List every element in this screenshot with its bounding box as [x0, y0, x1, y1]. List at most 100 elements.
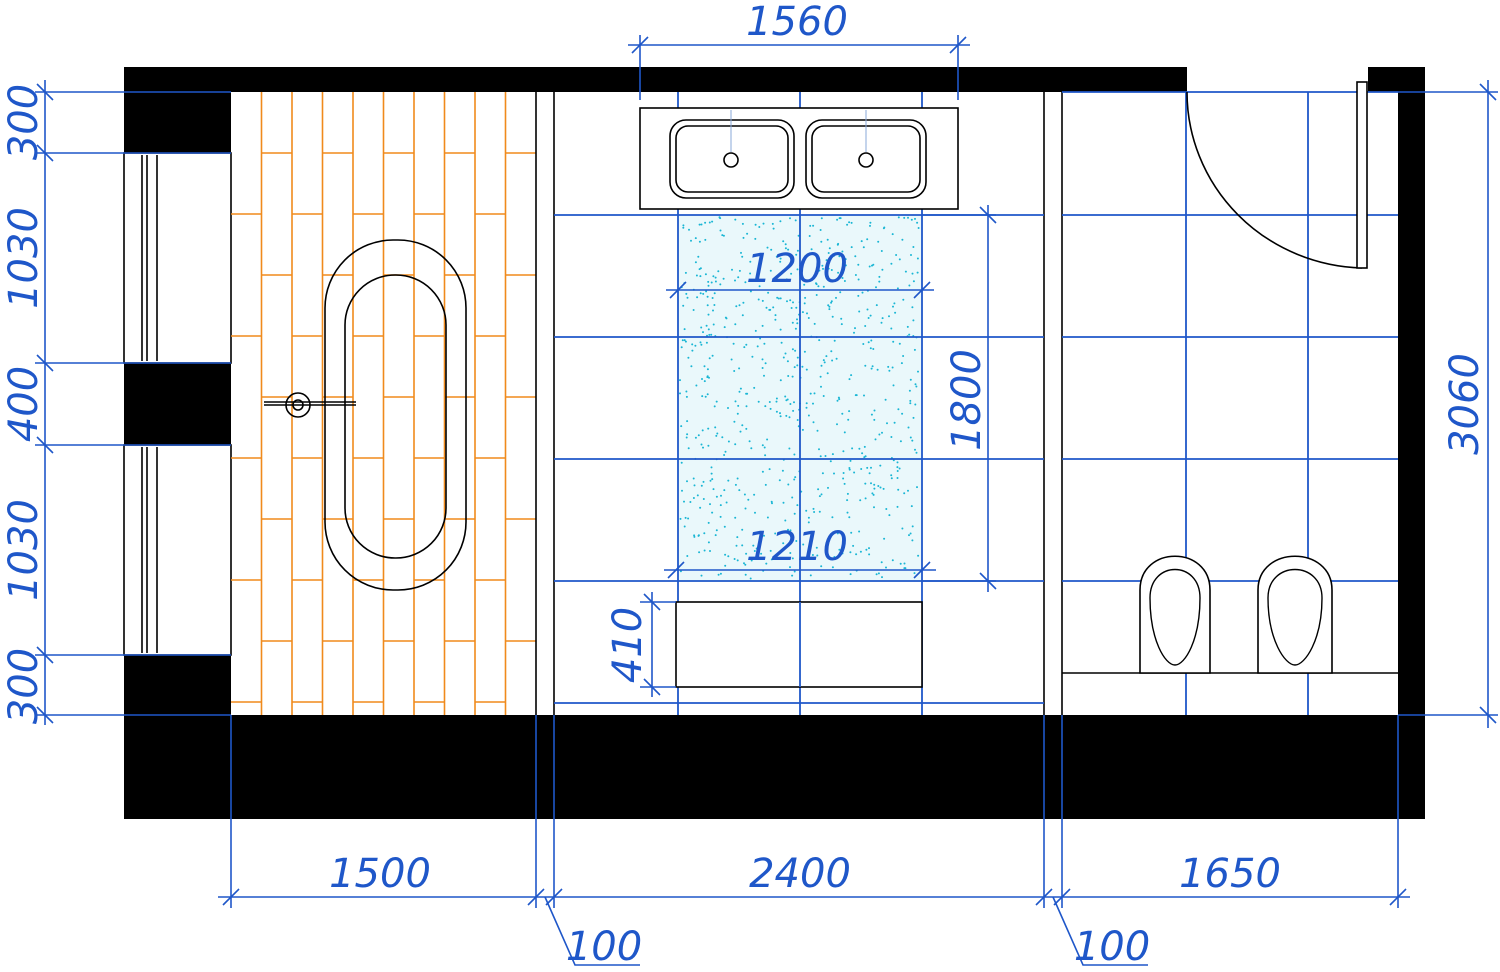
shower-speckle [841, 277, 844, 279]
window-bottom [123, 444, 232, 656]
shower-speckle [690, 365, 693, 368]
shower-speckle [779, 257, 782, 260]
shower-speckle [700, 484, 703, 487]
shower-speckle [838, 548, 841, 551]
shower-speckle [827, 267, 830, 270]
shower-speckle [692, 497, 695, 499]
shower-speckle [761, 299, 764, 302]
shower-speckle [839, 291, 842, 294]
shower-speckle [853, 471, 856, 474]
shower-speckle [841, 412, 844, 415]
shower-speckle [727, 407, 729, 409]
shower-speckle [874, 438, 877, 441]
shower-speckle [706, 393, 709, 396]
shower-speckle [796, 268, 799, 271]
shower-speckle [682, 224, 685, 227]
shower-speckle [707, 313, 710, 316]
shower-speckle [862, 343, 865, 345]
shower-speckle [789, 299, 792, 302]
shower-speckle [879, 486, 882, 489]
shower-speckle [693, 534, 696, 537]
shower-speckle [857, 294, 860, 297]
shower-speckle [864, 364, 867, 367]
shower-speckle [745, 552, 748, 555]
shower-speckle [731, 268, 733, 271]
shower-speckle [693, 535, 696, 538]
shower-speckle [733, 370, 736, 372]
shower-speckle [738, 304, 741, 307]
shower-speckle [694, 237, 697, 240]
shower-speckle [743, 493, 746, 496]
shower-speckle [891, 559, 894, 562]
shower-speckle [896, 461, 899, 464]
shower-speckle [696, 494, 699, 497]
shower-speckle [796, 364, 799, 367]
shower-speckle [870, 482, 872, 485]
shower-speckle [903, 216, 906, 219]
shower-speckle [786, 300, 788, 303]
shower-speckle [837, 242, 840, 245]
shower-speckle [703, 549, 706, 552]
shower-speckle [815, 546, 818, 549]
shower-speckle [769, 269, 772, 272]
shower-speckle [870, 466, 872, 469]
shower-speckle [908, 333, 911, 336]
right-wall [1398, 67, 1425, 817]
shower-speckle [686, 433, 689, 436]
shower-speckle [705, 324, 708, 327]
shower-speckle [860, 468, 863, 470]
shower-speckle [848, 468, 851, 471]
shower-speckle [715, 529, 718, 532]
shower-speckle [779, 220, 782, 223]
shower-speckle [701, 378, 703, 380]
shower-speckle [881, 431, 883, 434]
shower-speckle [706, 375, 709, 378]
shower-speckle [809, 392, 812, 395]
shower-speckle [846, 499, 849, 502]
shower-speckle [687, 517, 690, 520]
shower-speckle [771, 222, 774, 225]
shower-speckle [699, 292, 702, 295]
shower-speckle [716, 432, 719, 435]
window-top [123, 152, 232, 364]
shower-speckle [816, 429, 819, 432]
shower-speckle [723, 454, 726, 456]
shower-speckle [761, 358, 764, 361]
shower-speckle [831, 315, 834, 318]
shower-speckle [892, 305, 894, 308]
shower-speckle [711, 354, 714, 357]
shower-speckle [859, 550, 862, 553]
shower-speckle [803, 350, 806, 353]
shower-speckle [794, 327, 797, 330]
shower-speckle [808, 235, 811, 237]
shower-speckle [881, 268, 884, 271]
shower-speckle [902, 298, 905, 301]
shower-speckle [841, 250, 844, 253]
shower-speckle [756, 345, 759, 348]
shower-speckle [708, 333, 711, 336]
shower-speckle [897, 408, 900, 411]
shower-speckle [710, 281, 713, 284]
shower-speckle [743, 346, 746, 349]
shower-speckle [909, 399, 912, 402]
shower-speckle [686, 296, 689, 299]
shower-speckle [684, 340, 687, 343]
shower-speckle [850, 221, 853, 224]
shower-speckle [861, 452, 864, 455]
shower-speckle [828, 308, 831, 311]
shower-speckle [715, 400, 718, 403]
shower-speckle [863, 394, 865, 397]
shower-speckle [687, 447, 690, 450]
shower-speckle [837, 396, 840, 399]
shower-speckle [883, 537, 886, 540]
shower-speckle [910, 254, 912, 256]
shower-speckle [842, 472, 845, 474]
shower-speckle [911, 525, 914, 528]
shower-speckle [855, 553, 858, 556]
shower-speckle [791, 375, 794, 378]
herringbone-tiles [231, 92, 536, 715]
shower-speckle [724, 450, 727, 453]
bidet-icon [1257, 555, 1333, 674]
shower-speckle [915, 385, 918, 388]
shower-speckle [791, 574, 794, 577]
